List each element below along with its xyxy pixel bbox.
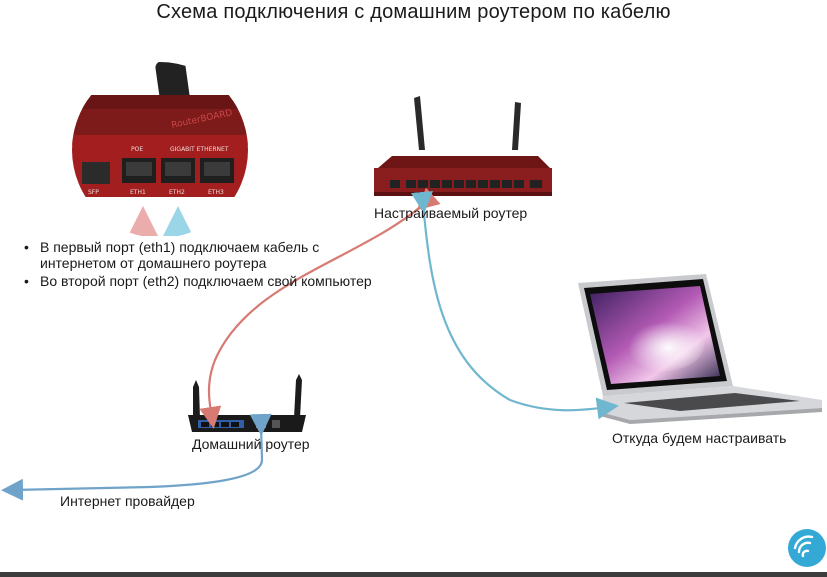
header-label-gigabit: GIGABIT ETHERNET: [170, 146, 229, 153]
instructions-list: В первый порт (eth1) подключаем кабель с…: [22, 239, 372, 291]
eth2-arrow-icon: [163, 206, 193, 236]
laptop-label: Откуда будем настраивать: [612, 430, 787, 446]
configured-router-device: [374, 96, 552, 196]
ethernet-ports: [82, 158, 234, 184]
port-label-eth2: ETH2: [169, 189, 185, 196]
header-label-poe: POE: [131, 146, 143, 153]
isp-cable: [1, 413, 272, 501]
port-label-eth1: ETH1: [130, 189, 146, 196]
side-label-sfp: SFP: [88, 189, 99, 196]
red-cable-home-to-configured: [199, 187, 441, 429]
wifi-icon: [788, 529, 826, 567]
configured-router-label: Настраиваемый роутер: [374, 205, 528, 221]
instruction-item: В первый порт (eth1) подключаем кабель с…: [22, 239, 372, 271]
port-label-eth3: ETH3: [208, 189, 224, 196]
home-router-label: Домашний роутер: [192, 436, 310, 452]
eth1-arrow-icon: [128, 206, 158, 236]
isp-label: Интернет провайдер: [60, 493, 195, 509]
home-router-device: [188, 374, 306, 432]
instruction-item: Во второй порт (eth2) подключаем свой ко…: [22, 273, 372, 289]
bottom-bar: [0, 572, 827, 577]
port-closeup: RouterBOARD POE GIGABIT ETHERNET ETH1 ET…: [72, 62, 248, 238]
blue-cable-configured-to-laptop: [411, 191, 619, 420]
page-title: Схема подключения с домашним роутером по…: [156, 1, 671, 23]
laptop-device: [578, 274, 822, 424]
